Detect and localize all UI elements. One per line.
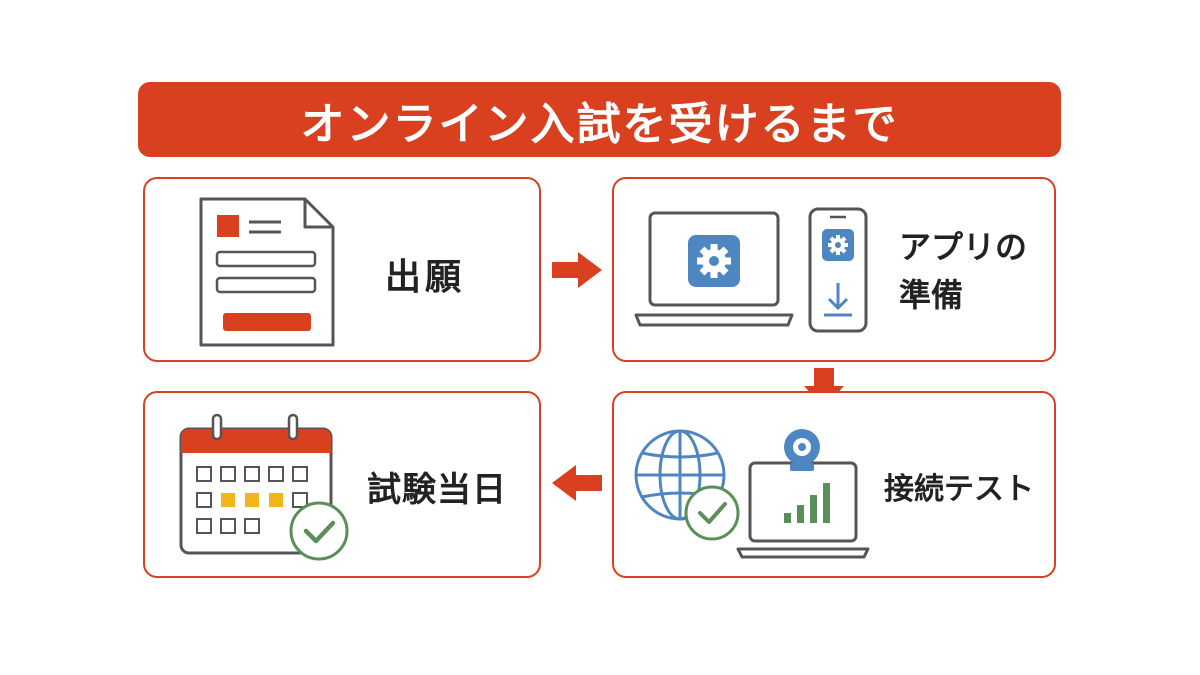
step-label-app-setup-line1: アプリの: [899, 228, 1028, 266]
arrow-left-icon: [552, 465, 602, 501]
application-form-icon: [199, 197, 335, 347]
title-banner: オンライン入試を受けるまで: [138, 82, 1061, 157]
step-card-exam-day: 試験当日: [143, 391, 541, 578]
calendar-check-icon: [179, 413, 349, 561]
globe-laptop-signal-icon: [634, 429, 870, 559]
step-label-application: 出願: [385, 257, 466, 298]
laptop-phone-app-icon: [634, 207, 868, 333]
step-card-app-setup: アプリの 準備: [612, 177, 1056, 362]
step-label-app-setup-line2: 準備: [899, 276, 964, 314]
arrow-right-icon: [552, 252, 602, 288]
step-card-application: 出願: [143, 177, 541, 362]
step-label-connection-test: 接続テスト: [884, 472, 1034, 507]
step-card-connection-test: 接続テスト: [612, 391, 1056, 578]
step-label-exam-day: 試験当日: [367, 470, 507, 510]
arrow-down-icon: [804, 368, 844, 408]
page-title: オンライン入試を受けるまで: [300, 98, 899, 150]
